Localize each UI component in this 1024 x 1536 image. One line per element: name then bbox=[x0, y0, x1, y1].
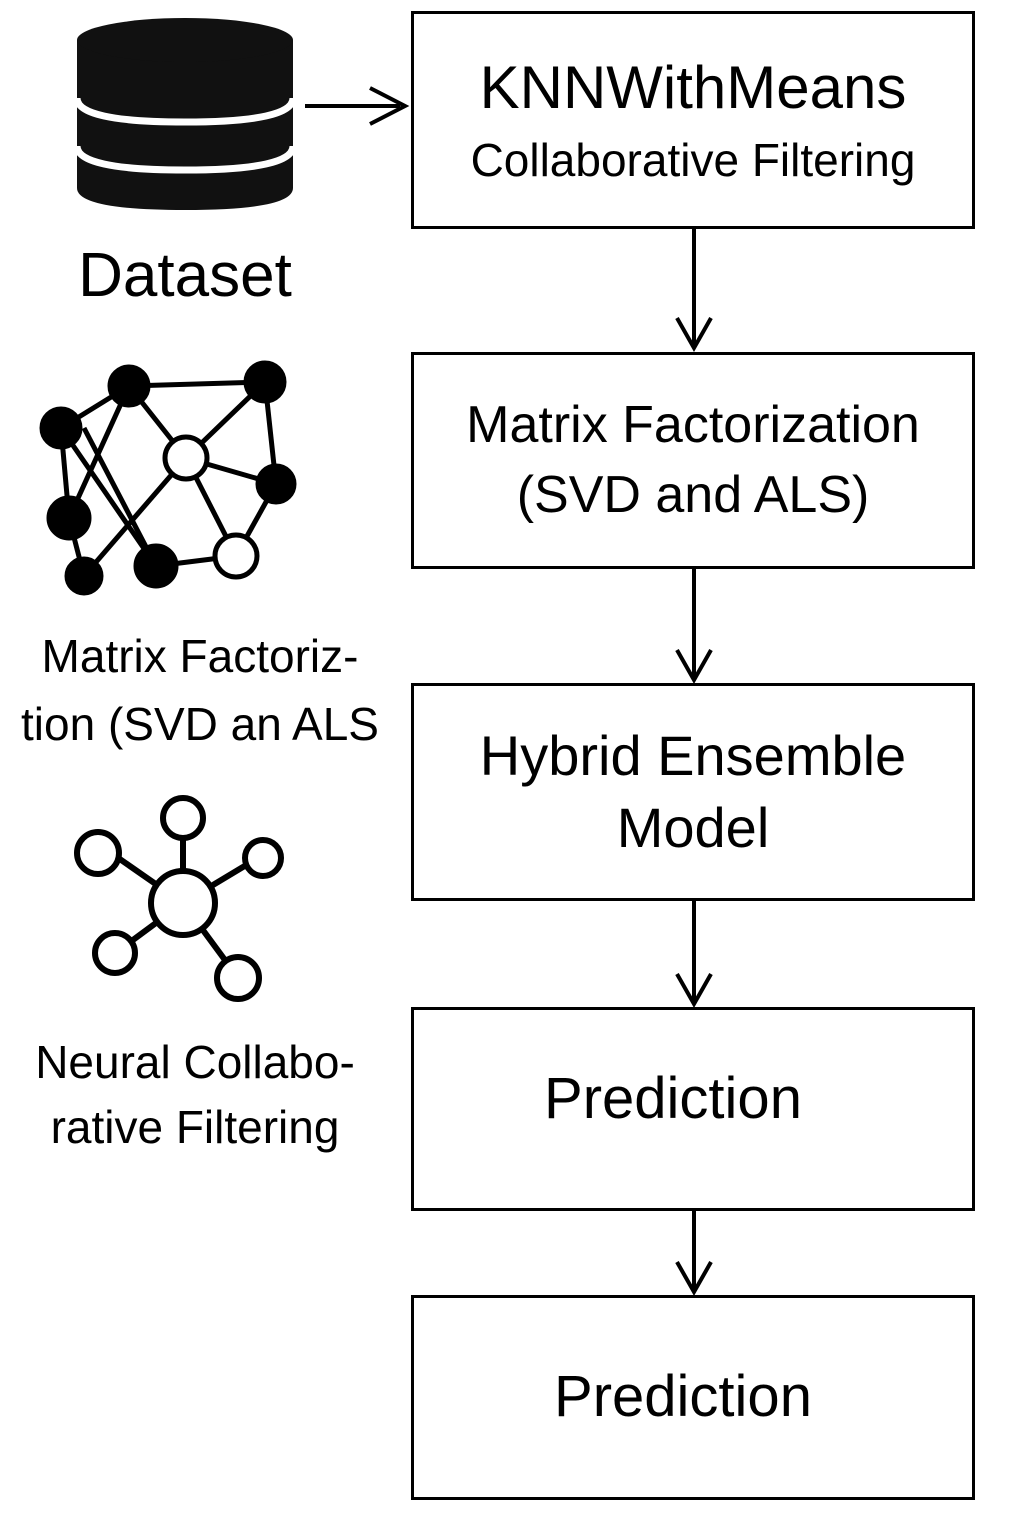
network-graph-icon bbox=[39, 360, 297, 596]
matrix-factorization-box: Matrix Factorization (SVD and ALS) bbox=[411, 352, 975, 569]
knn-box: KNNWithMeans Collaborative Filtering bbox=[411, 11, 975, 229]
knn-box-subtitle: Collaborative Filtering bbox=[470, 134, 916, 187]
mf-label-line-2: tion (SVD an ALS bbox=[21, 698, 379, 751]
hybrid-ensemble-box: Hybrid Ensemble Model bbox=[411, 683, 975, 901]
ncf-label-line-2: rative Filtering bbox=[50, 1101, 340, 1154]
prediction-box-2: Prediction bbox=[411, 1295, 975, 1500]
ncf-label-line-1: Neural Collabo- bbox=[35, 1036, 355, 1088]
hybrid-box-subtitle: Model bbox=[616, 796, 770, 859]
prediction-box-2-label: Prediction bbox=[554, 1364, 812, 1430]
prediction-box-1: Prediction bbox=[411, 1007, 975, 1211]
dataset-arrow bbox=[305, 86, 410, 126]
matrix-factorization-label: Matrix Factoriz- tion (SVD an ALS bbox=[0, 622, 400, 758]
mf-box-title: Matrix Factorization bbox=[466, 395, 920, 454]
mf-box-subtitle: (SVD and ALS) bbox=[516, 465, 870, 524]
neural-cf-label: Neural Collabo- rative Filtering bbox=[0, 1030, 390, 1161]
hub-network-icon bbox=[74, 795, 284, 1002]
mf-label-line-1: Matrix Factoriz- bbox=[41, 630, 359, 682]
hybrid-box-title: Hybrid Ensemble bbox=[479, 723, 907, 787]
database-icon bbox=[73, 18, 297, 210]
dataset-label: Dataset bbox=[78, 241, 292, 310]
knn-box-title: KNNWithMeans bbox=[479, 54, 907, 122]
prediction-box-1-label: Prediction bbox=[544, 1065, 802, 1131]
